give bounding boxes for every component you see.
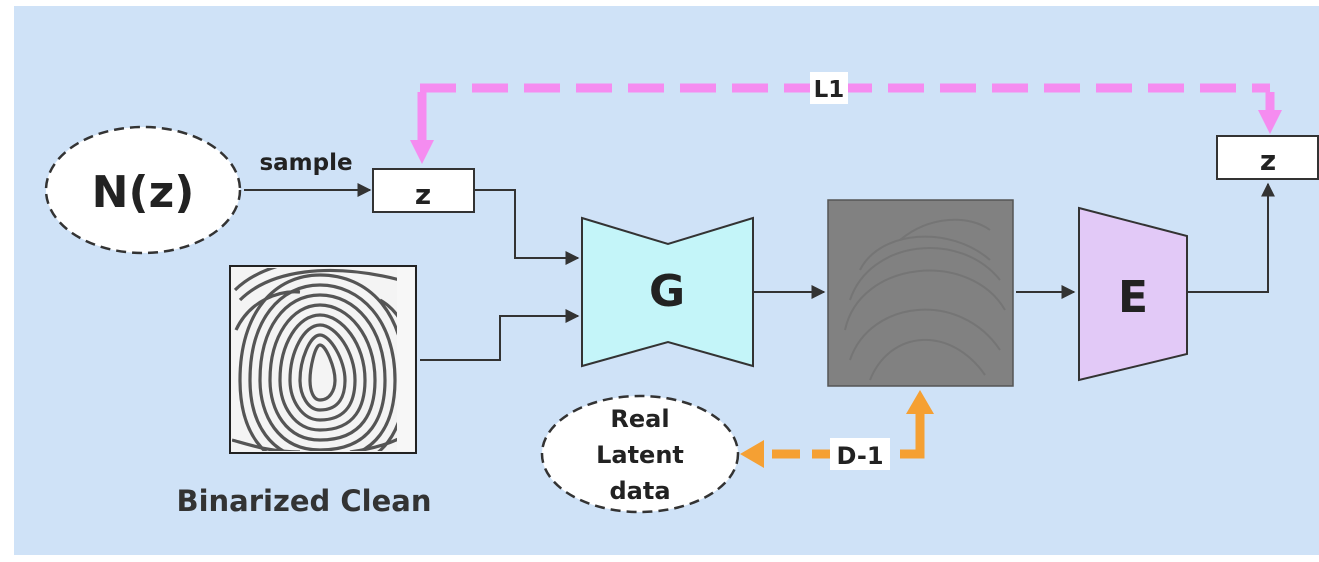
encoder-node: E [1078,206,1188,382]
generated-latent-fingerprint-image [827,199,1014,387]
d1-label: D-1 [836,442,883,470]
real-latent-line-2: Latent [596,441,684,469]
z-output-node: z [1216,135,1319,180]
sample-connector: sample [244,150,372,197]
binarized-caption: Binarized Clean [176,484,431,518]
d1-label-bg [830,438,890,470]
d1-arrowhead-up [906,390,934,414]
real-latent-data-node: Real Latent data [540,394,740,514]
prior-label: N(z) [92,167,195,218]
z-to-generator-connector [474,189,580,265]
sample-label: sample [259,150,352,176]
z-input-node: z [372,168,475,213]
binarized-fingerprint-image: Binarized Clean [176,265,432,518]
z-output-label: z [1260,144,1276,177]
l1-loss-connector: L1 [410,72,1282,164]
encoder-label: E [1118,272,1148,323]
real-latent-line-3: data [609,477,670,505]
l1-label: L1 [814,77,845,103]
l1-arrowhead-right [1258,110,1282,134]
l1-label-bg [810,72,848,104]
real-latent-line-1: Real [610,405,669,433]
d1-arrowhead-left [740,440,764,468]
image-to-generator-connector [420,309,580,361]
discriminator-loss-connector: D-1 [740,390,934,470]
generator-node: G [581,216,754,368]
encoder-to-z-connector [1188,182,1275,293]
z-input-label: z [415,178,431,211]
l1-arrowhead-left [410,140,434,164]
generator-label: G [649,266,685,317]
prior-distribution-node: N(z) [44,125,242,255]
